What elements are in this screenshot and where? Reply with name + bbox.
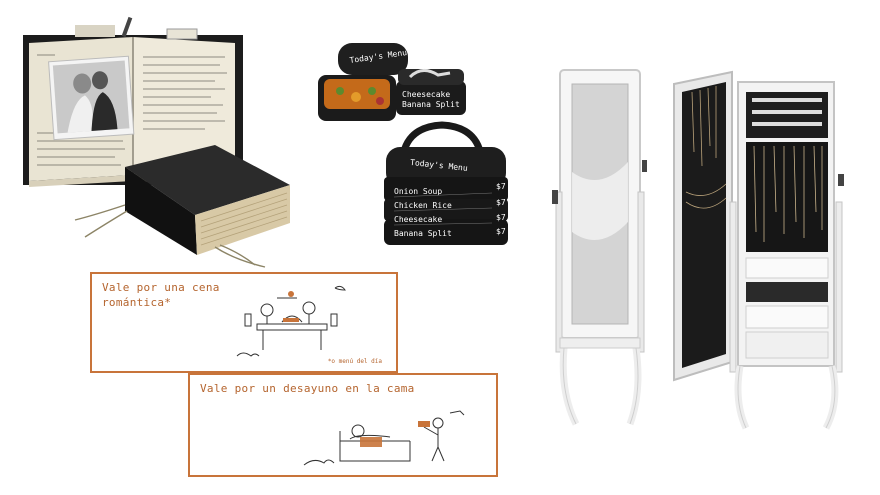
jewelry-mirror-cabinet-image	[552, 69, 844, 430]
breakfast-drawing-illustration	[303, 410, 465, 466]
lunchbox-small-item-label: Cheesecake	[402, 90, 450, 99]
voucher-dinner-title-line1: Vale por una cena	[102, 281, 220, 294]
lunchbox-image: Today's Menu Cheesecake Banana Split Tod…	[318, 43, 508, 245]
voucher-dinner-title-line2: romántica*	[102, 296, 172, 309]
menu-item-price: $7	[496, 182, 506, 191]
photo-album-book-image	[23, 16, 290, 268]
menu-item-name: Onion Soup	[394, 187, 442, 196]
voucher-breakfast-title: Vale por un desayuno en la cama	[200, 382, 415, 395]
voucher-card-breakfast: Vale por un desayuno en la cama	[188, 373, 498, 477]
voucher-dinner-footnote: *o menú del día	[327, 358, 382, 365]
menu-item-name: Chicken Rice	[394, 201, 452, 210]
voucher-card-dinner: Vale por una cena romántica* *o menú del…	[90, 272, 398, 373]
menu-item-price: $7	[496, 213, 506, 222]
dinner-drawing-illustration	[236, 285, 346, 357]
menu-item-price: $7	[496, 198, 506, 207]
menu-item-name: Cheesecake	[394, 215, 442, 224]
menu-item-price: $7	[496, 227, 506, 236]
menu-item-name: Banana Split	[394, 229, 452, 238]
lunchbox-small-item-label: Banana Split	[402, 100, 460, 109]
